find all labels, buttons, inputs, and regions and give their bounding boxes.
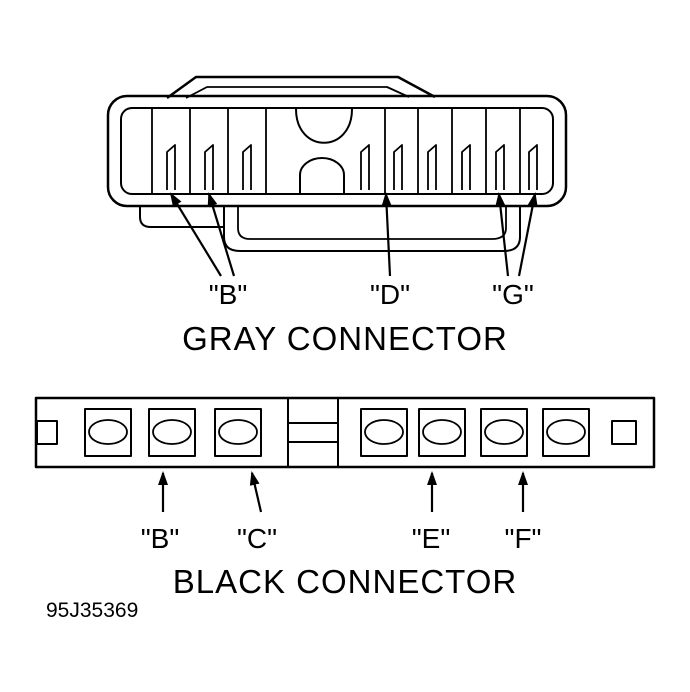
gray-terminal-dividers-left: [151, 109, 267, 193]
black-terminal-contact: [88, 419, 128, 445]
black-right-lock-tab: [611, 420, 637, 445]
black-terminal-contact: [546, 419, 586, 445]
gray-connector-drawing: [106, 75, 568, 252]
gray-terminal-dividers-right: [384, 109, 521, 193]
black-terminal-contact: [484, 419, 524, 445]
gray-pin-g-label: "G": [492, 279, 534, 310]
black-terminal-contact: [364, 419, 404, 445]
black-connector-title: BLACK CONNECTOR: [173, 563, 517, 600]
black-terminal-contact: [152, 419, 192, 445]
black-pin-b-label: "B": [141, 523, 180, 554]
gray-pin-d-label: "D": [370, 279, 410, 310]
black-terminal-cell: [480, 408, 528, 457]
gray-pin-g-arrow-1: [495, 192, 510, 277]
gray-center-notch-bottom: [299, 157, 345, 193]
black-pin-f-label: "F": [505, 523, 542, 554]
gray-center-notch-top: [295, 108, 353, 144]
gray-bottom-tab-center-inner: [237, 206, 507, 240]
black-terminal-cell: [418, 408, 466, 457]
gray-bottom-tab-center: [223, 206, 521, 252]
gray-pin-d-arrow: [381, 192, 392, 277]
black-pin-e-label: "E": [412, 523, 451, 554]
black-pin-c-arrow: [249, 471, 263, 513]
gray-pin-b-arrow-2: [207, 192, 236, 277]
gray-pin-g-arrow-2: [517, 192, 538, 277]
black-left-lock-tab: [36, 420, 58, 445]
gray-terminal-blades-right: [360, 144, 538, 190]
gray-bottom-tab-left: [139, 206, 225, 228]
black-center-key: [287, 398, 339, 467]
black-terminal-cell: [214, 408, 262, 457]
black-terminal-cell: [84, 408, 132, 457]
black-connector-drawing: [34, 396, 656, 469]
gray-pin-b-label: "B": [209, 279, 248, 310]
gray-pin-pointer-arrows: [169, 192, 538, 277]
gray-housing-inner-face: [120, 107, 554, 195]
gray-terminal-blades-left: [166, 144, 252, 190]
black-terminal-contact: [422, 419, 462, 445]
gray-housing-outline: [106, 94, 568, 208]
black-terminal-cell: [542, 408, 590, 457]
gray-connector-title: GRAY CONNECTOR: [182, 320, 508, 357]
figure-code: 95J35369: [46, 599, 138, 622]
gray-housing-top-ridge-inner: [185, 86, 410, 99]
gray-housing-top-ridge: [166, 75, 436, 100]
gray-pin-b-arrow-1: [169, 192, 222, 277]
black-terminal-contact: [218, 419, 258, 445]
black-pin-c-label: "C": [237, 523, 277, 554]
black-terminal-cell: [360, 408, 408, 457]
black-terminal-cell: [148, 408, 196, 457]
black-pin-pointer-arrows: [158, 471, 528, 513]
